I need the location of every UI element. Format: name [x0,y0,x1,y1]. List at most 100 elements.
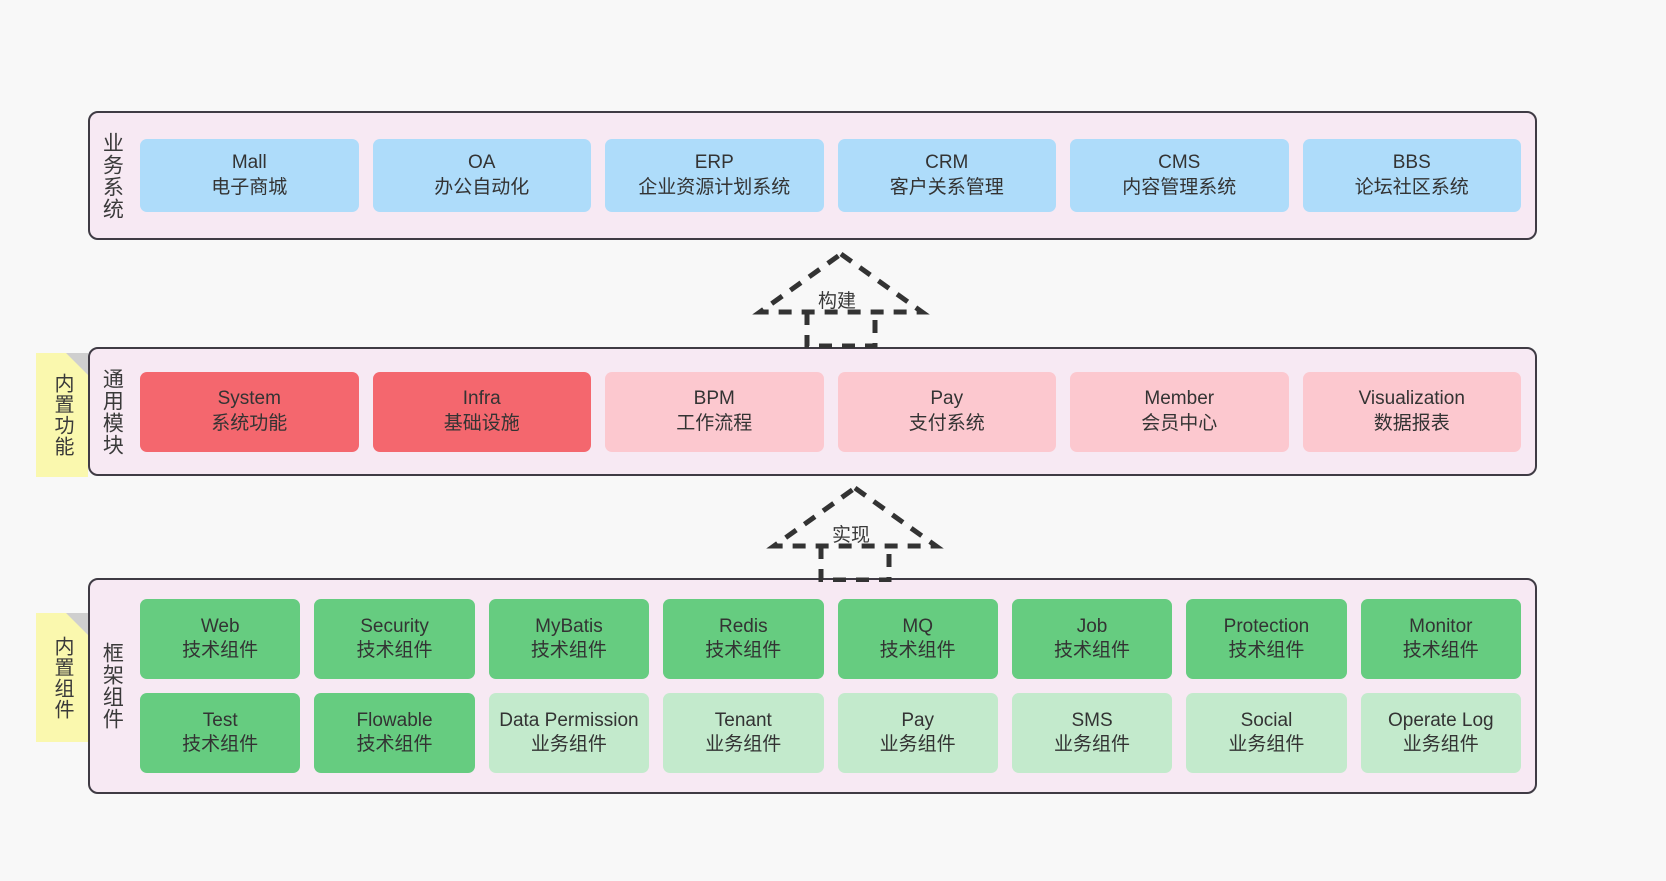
node-label-en: Mall [231,152,267,174]
node-redis[interactable]: Redis 技术组件 [663,599,824,679]
node-oa[interactable]: OA 办公自动化 [372,139,591,212]
node-data-permission[interactable]: Data Permission 业务组件 [488,693,650,773]
node-label-cn: 技术组件 [182,640,259,661]
layer-body-framework: Web 技术组件 Security 技术组件 MyBatis 技术组件 Redi… [132,580,1535,792]
layer-title-framework: 框架组件 [100,642,124,730]
node-security[interactable]: Security 技术组件 [314,599,475,679]
layer-common-modules[interactable]: 通用模块 System 系统功能 Infra 基础设施 BPM 工作流程 Pay… [88,347,1537,476]
node-label-en: MyBatis [535,615,603,637]
connector-implement: 实现 [760,484,950,583]
node-label-cn: 基础设施 [443,412,520,434]
node-flowable[interactable]: Flowable 技术组件 [314,693,475,773]
node-cms[interactable]: CMS 内容管理系统 [1070,139,1289,212]
layer-title-business: 业务系统 [100,131,124,220]
node-label-cn: 技术组件 [182,734,259,755]
node-label-en: Protection [1223,615,1310,637]
node-mall[interactable]: Mall 电子商城 [140,139,359,212]
layer-framework-components[interactable]: 框架组件 Web 技术组件 Security 技术组件 MyBatis 技术组件… [88,578,1537,794]
node-pay-biz[interactable]: Pay 业务组件 [837,693,998,773]
node-label-en: Pay [930,388,964,410]
node-crm[interactable]: CRM 客户关系管理 [837,139,1056,212]
node-job[interactable]: Job 技术组件 [1011,599,1173,679]
layer-body-business: Mall 电子商城 OA 办公自动化 ERP 企业资源计划系统 CRM 客户关系… [132,113,1535,238]
node-mq[interactable]: MQ 技术组件 [837,599,998,679]
node-label-cn: 业务组件 [879,734,956,755]
node-label-cn: 技术组件 [1054,640,1131,661]
sticky-note-builtin-component: 内置组件 [36,613,88,742]
node-label-cn: 技术组件 [1402,640,1479,661]
node-test[interactable]: Test 技术组件 [140,693,301,773]
node-label-en: CMS [1158,152,1201,174]
node-label-cn: 会员中心 [1141,412,1218,434]
node-monitor[interactable]: Monitor 技术组件 [1360,599,1521,679]
connector-label-build: 构建 [818,291,857,312]
node-label-en: ERP [694,152,734,174]
node-label-cn: 工作流程 [676,412,753,434]
node-label-cn: 业务组件 [1228,734,1305,755]
node-web[interactable]: Web 技术组件 [140,599,301,679]
layer-business-systems[interactable]: 业务系统 Mall 电子商城 OA 办公自动化 ERP 企业资源计划系统 CRM… [88,111,1537,240]
row: Test 技术组件 Flowable 技术组件 Data Permission … [140,693,1521,773]
node-label-en: CRM [925,152,969,174]
node-label-en: Job [1076,615,1108,637]
node-bbs[interactable]: BBS 论坛社区系统 [1302,139,1521,212]
node-label-en: Flowable [356,709,433,731]
node-pay[interactable]: Pay 支付系统 [837,371,1056,452]
row: Mall 电子商城 OA 办公自动化 ERP 企业资源计划系统 CRM 客户关系… [140,139,1521,212]
node-label-cn: 办公自动化 [434,176,530,198]
node-label-en: Tenant [714,709,772,731]
sticky-note-label: 内置组件 [51,635,73,720]
node-label-en: Redis [719,615,768,637]
node-label-en: Data Permission [499,709,639,731]
node-label-en: Operate Log [1387,709,1494,731]
node-label-cn: 系统功能 [211,412,288,434]
node-system[interactable]: System 系统功能 [140,371,359,452]
node-erp[interactable]: ERP 企业资源计划系统 [605,139,824,212]
node-protection[interactable]: Protection 技术组件 [1186,599,1347,679]
node-label-en: SMS [1071,709,1113,731]
node-label-en: Test [202,709,238,731]
layer-body-common: System 系统功能 Infra 基础设施 BPM 工作流程 Pay 支付系统… [132,349,1535,474]
dashed-hollow-arrow-up-icon [766,484,944,583]
node-label-en: MQ [902,615,933,637]
node-label-en: Visualization [1358,388,1465,410]
node-label-cn: 业务组件 [530,734,607,755]
node-bpm[interactable]: BPM 工作流程 [605,371,824,452]
dashed-hollow-arrow-up-icon [752,250,930,349]
node-label-cn: 业务组件 [1402,734,1479,755]
node-label-en: System [217,388,281,410]
connector-build: 构建 [746,250,936,349]
node-social[interactable]: Social 业务组件 [1186,693,1347,773]
connector-label-implement: 实现 [832,525,871,546]
layer-title-common: 通用模块 [100,367,124,456]
node-label-en: Pay [901,709,935,731]
node-label-en: Monitor [1409,615,1473,637]
node-operate-log[interactable]: Operate Log 业务组件 [1360,693,1521,773]
node-label-cn: 业务组件 [705,734,782,755]
node-label-en: BBS [1392,152,1431,174]
node-mybatis[interactable]: MyBatis 技术组件 [488,599,650,679]
node-label-en: Web [200,615,240,637]
node-label-en: Member [1144,388,1215,410]
node-label-en: Infra [462,388,501,410]
node-tenant[interactable]: Tenant 业务组件 [663,693,824,773]
node-label-cn: 业务组件 [1054,734,1131,755]
node-label-cn: 内容管理系统 [1122,176,1237,198]
node-label-en: BPM [693,388,735,410]
node-label-cn: 技术组件 [1228,640,1305,661]
node-member[interactable]: Member 会员中心 [1070,371,1289,452]
sticky-note-builtin-function: 内置功能 [36,353,88,477]
row: Web 技术组件 Security 技术组件 MyBatis 技术组件 Redi… [140,599,1521,679]
node-label-cn: 技术组件 [356,640,433,661]
node-label-cn: 客户关系管理 [889,176,1004,198]
node-label-cn: 数据报表 [1373,412,1450,434]
node-visualization[interactable]: Visualization 数据报表 [1302,371,1521,452]
node-label-cn: 企业资源计划系统 [638,176,791,198]
node-label-cn: 技术组件 [705,640,782,661]
sticky-note-label: 内置功能 [51,373,73,457]
node-infra[interactable]: Infra 基础设施 [372,371,591,452]
node-label-en: OA [468,152,496,174]
node-sms[interactable]: SMS 业务组件 [1011,693,1173,773]
node-label-cn: 技术组件 [879,640,956,661]
